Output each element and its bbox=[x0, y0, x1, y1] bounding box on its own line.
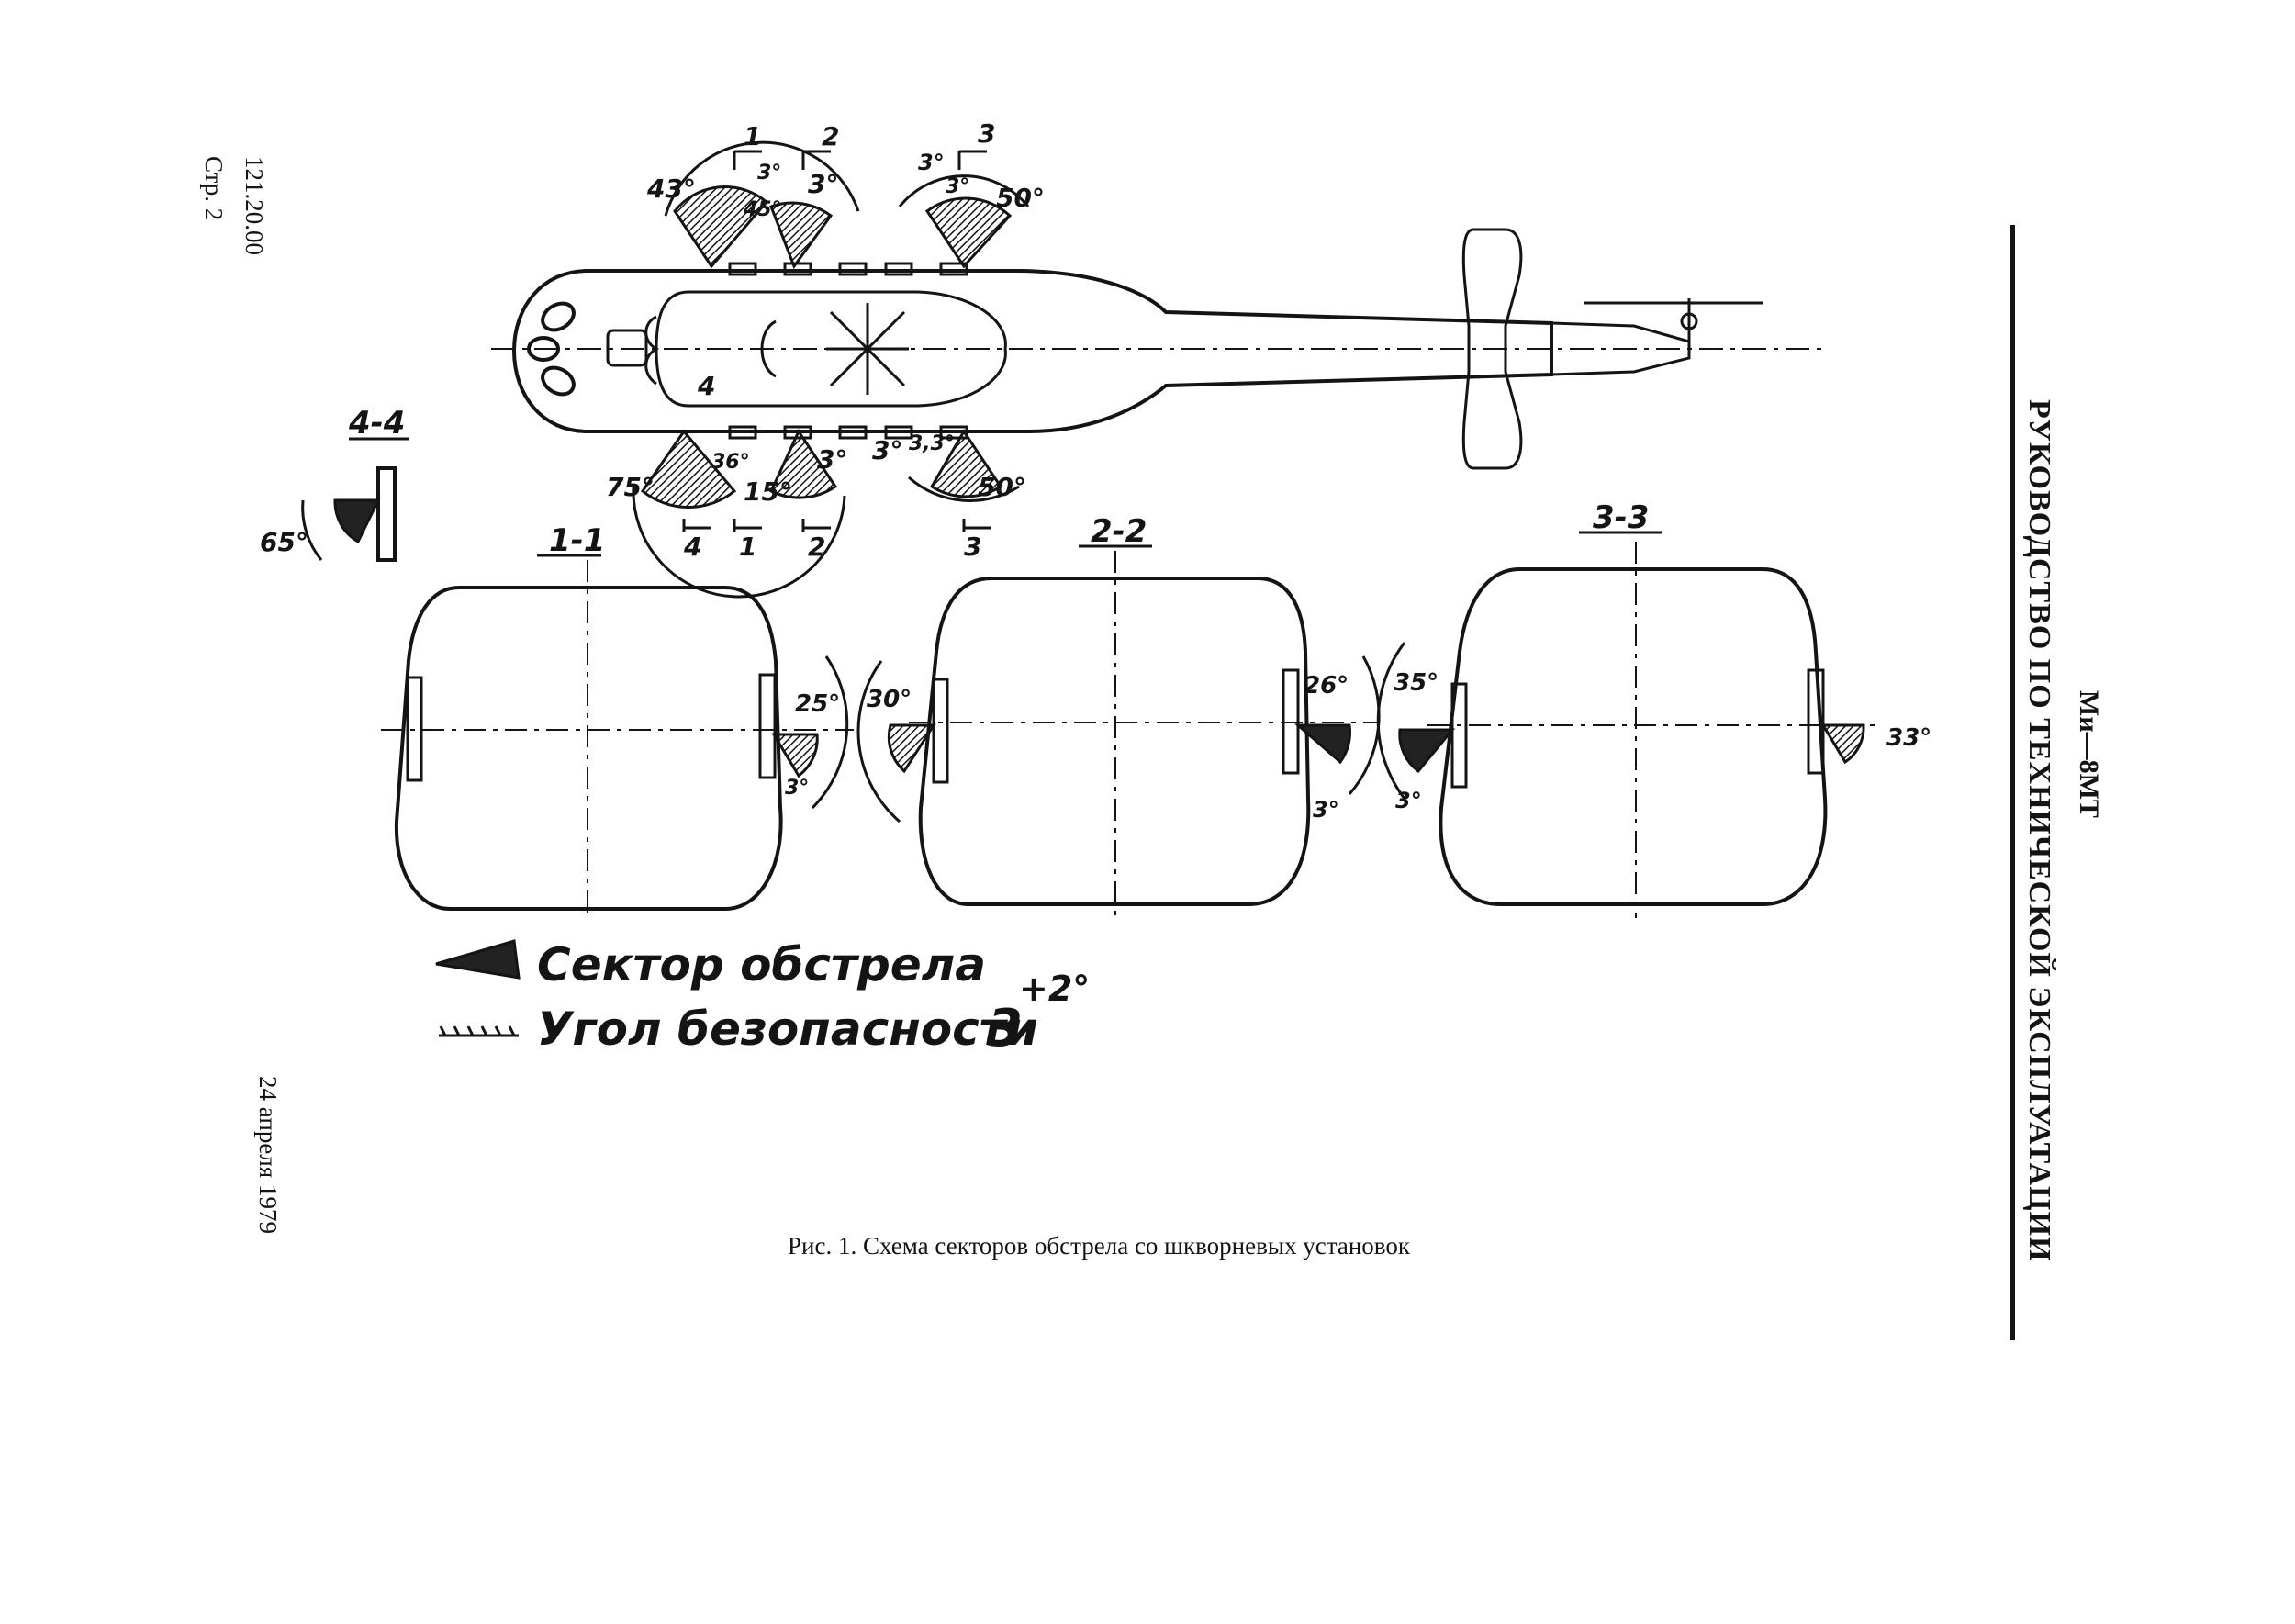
fire-sector-legend-icon bbox=[435, 939, 521, 980]
legend-safety-value: 3 bbox=[987, 999, 1023, 1058]
section-1-1-label: 1-1 bbox=[549, 522, 605, 559]
plan-view-labels: 43° 45° 3° 3° 3° 3° 50° 75° 36° 15° 3° 3… bbox=[606, 118, 1045, 562]
angle-36: 36° bbox=[711, 451, 750, 474]
angle-50-top: 50° bbox=[996, 183, 1045, 213]
section-3-3 bbox=[1376, 542, 1882, 918]
plan-sectors-top bbox=[664, 140, 1030, 270]
angle-3a: 3° bbox=[757, 162, 781, 185]
section-3-3-label: 3-3 bbox=[1593, 499, 1649, 536]
angle-3f: 3° bbox=[872, 435, 902, 465]
door-label: 4 bbox=[697, 371, 715, 401]
station-4-bottom: 4 bbox=[683, 532, 701, 562]
station-ticks bbox=[682, 150, 991, 532]
angle-15: 15° bbox=[744, 476, 792, 507]
angle-75: 75° bbox=[606, 472, 655, 502]
header-rule bbox=[2010, 225, 2015, 1340]
angle-3e: 3° bbox=[817, 444, 847, 475]
angle-26: 26° bbox=[1304, 672, 1349, 700]
angle-25: 25° bbox=[795, 690, 840, 718]
legend-safety-angle-text: Угол безопасности bbox=[537, 1002, 1038, 1056]
station-2-bottom: 2 bbox=[808, 532, 825, 562]
angle-3b: 3° bbox=[808, 169, 838, 199]
legend bbox=[435, 939, 521, 1037]
angle-45: 45° bbox=[743, 198, 782, 221]
helicopter-plan-view bbox=[491, 228, 1827, 470]
angle-33-s33: 33° bbox=[1886, 724, 1931, 752]
angle-30: 30° bbox=[867, 686, 912, 713]
safety-angle-legend-icon bbox=[439, 1025, 519, 1037]
angle-65: 65° bbox=[260, 527, 308, 557]
section-2-2 bbox=[856, 551, 1381, 918]
legend-fire-sector-text: Сектор обстрела bbox=[537, 938, 987, 991]
station-1-bottom: 1 bbox=[739, 532, 756, 562]
section-1-1 bbox=[381, 560, 854, 918]
angle-3-s11: 3° bbox=[785, 777, 809, 800]
legend-safety-tolerance: +2° bbox=[1019, 969, 1091, 1009]
angle-33: 3,3° bbox=[909, 432, 955, 455]
angle-3c: 3° bbox=[918, 150, 945, 175]
angle-3d: 3° bbox=[946, 175, 969, 198]
angle-50-bottom: 50° bbox=[978, 472, 1026, 502]
section-2-2-label: 2-2 bbox=[1091, 513, 1147, 550]
angle-3-s22: 3° bbox=[1313, 797, 1339, 823]
angle-35: 35° bbox=[1394, 669, 1439, 697]
station-3-top: 3 bbox=[978, 118, 995, 149]
section-4-4-label: 4-4 bbox=[348, 405, 405, 442]
angle-3-s33: 3° bbox=[1395, 788, 1422, 813]
station-3-bottom: 3 bbox=[964, 532, 981, 562]
angle-43: 43° bbox=[646, 174, 696, 204]
figure-caption: Рис. 1. Схема секторов обстрела со шквор… bbox=[788, 1232, 1410, 1260]
section-4-4: 4-4 65° bbox=[260, 405, 409, 562]
station-1-top: 1 bbox=[744, 121, 761, 151]
plan-sectors-bottom bbox=[632, 428, 1020, 599]
station-2-top: 2 bbox=[822, 121, 839, 151]
